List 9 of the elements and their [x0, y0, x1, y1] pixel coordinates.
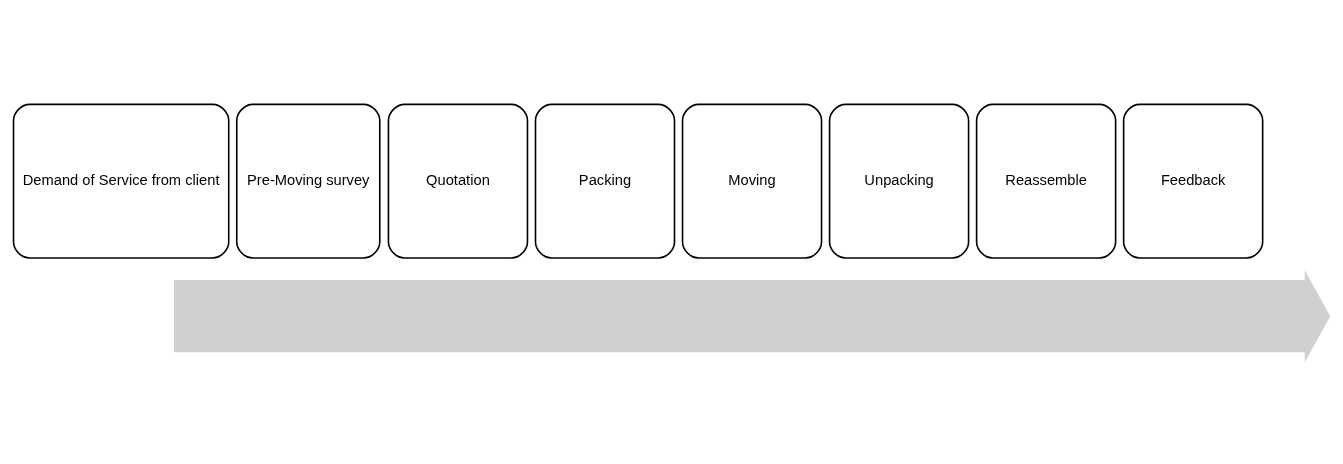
node-box: Packing [534, 103, 676, 259]
node-box: Pre-Moving survey [235, 103, 381, 259]
node-box: Quotation [387, 103, 529, 259]
node-arrow [173, 270, 1331, 363]
node-box: Feedback [1122, 103, 1264, 259]
node-box: Unpacking [828, 103, 970, 259]
node-box: Moving [681, 103, 823, 259]
node-box: Reassemble [975, 103, 1117, 259]
node-box: Demand of Service from client [12, 103, 230, 259]
